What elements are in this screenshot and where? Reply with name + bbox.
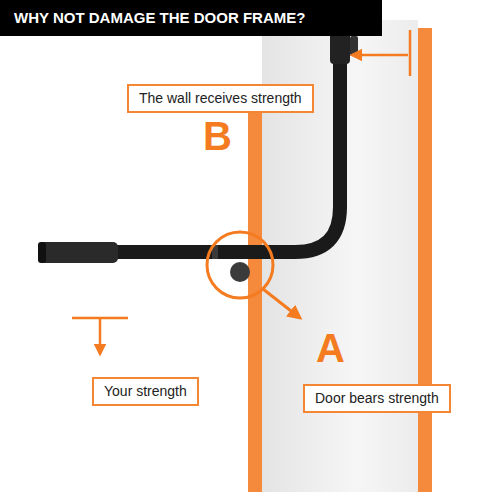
title-text: WHY NOT DAMAGE THE DOOR FRAME? xyxy=(0,0,382,36)
label-box: Door bears strength xyxy=(303,384,451,413)
callout-letter: A xyxy=(316,326,345,370)
callout-letter: B xyxy=(203,114,232,158)
label-box: Your strength xyxy=(92,377,199,406)
label-text: Your strength xyxy=(104,383,187,400)
label-text: Door bears strength xyxy=(315,390,439,407)
title-band: WHY NOT DAMAGE THE DOOR FRAME? xyxy=(0,0,382,36)
label-text: The wall receives strength xyxy=(139,90,302,107)
label-box: The wall receives strength xyxy=(127,84,314,113)
